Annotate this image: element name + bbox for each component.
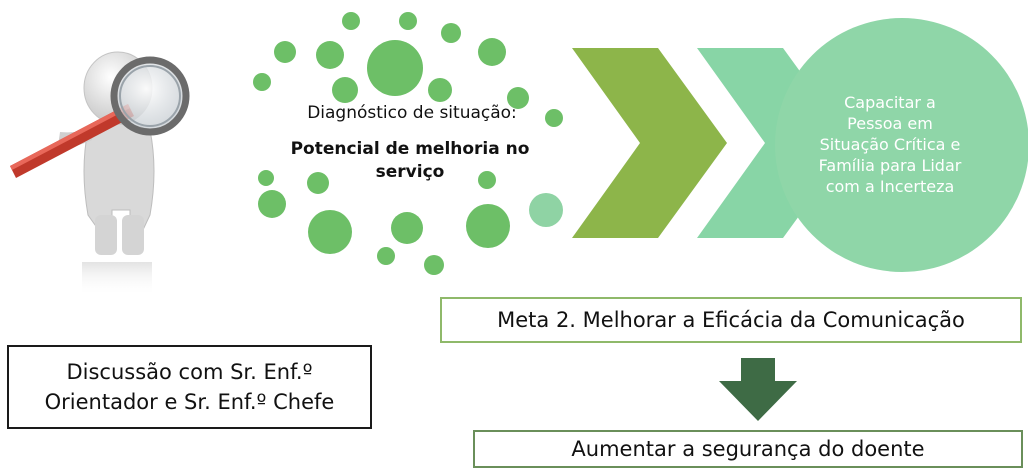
diagnostic-subtitle: Potencial de melhoria no serviço [250, 138, 570, 184]
meta-box: Meta 2. Melhorar a Eficácia da Comunicaç… [440, 297, 1022, 343]
goal-text: Capacitar a Pessoa em Situação Crítica e… [790, 92, 990, 197]
diagnostic-title: Diagnóstico de situação: [307, 103, 517, 123]
goal-line5: com a Incerteza [825, 177, 955, 196]
safety-box: Aumentar a segurança do doente [473, 430, 1023, 468]
goal-line3: Situação Crítica e [819, 135, 961, 154]
safety-box-label: Aumentar a segurança do doente [571, 437, 925, 461]
diagnostic-subtitle-line1: Potencial de melhoria no [290, 139, 530, 159]
diagnostic-subtitle-line2: serviço [375, 162, 445, 182]
discussion-box: Discussão com Sr. Enf.º Orientador e Sr.… [7, 345, 372, 429]
goal-line2: Pessoa em [847, 114, 933, 133]
meta-box-label: Meta 2. Melhorar a Eficácia da Comunicaç… [497, 308, 965, 332]
goal-circle [775, 18, 1028, 272]
person-with-magnifier-icon [10, 51, 190, 296]
discussion-line1: Discussão com Sr. Enf.º [66, 360, 313, 384]
goal-line1: Capacitar a [844, 93, 936, 112]
dot-ring [253, 12, 563, 275]
down-arrow-icon [719, 358, 797, 421]
discussion-line2: Orientador e Sr. Enf.º Chefe [44, 390, 335, 414]
goal-line4: Família para Lidar [818, 156, 962, 175]
